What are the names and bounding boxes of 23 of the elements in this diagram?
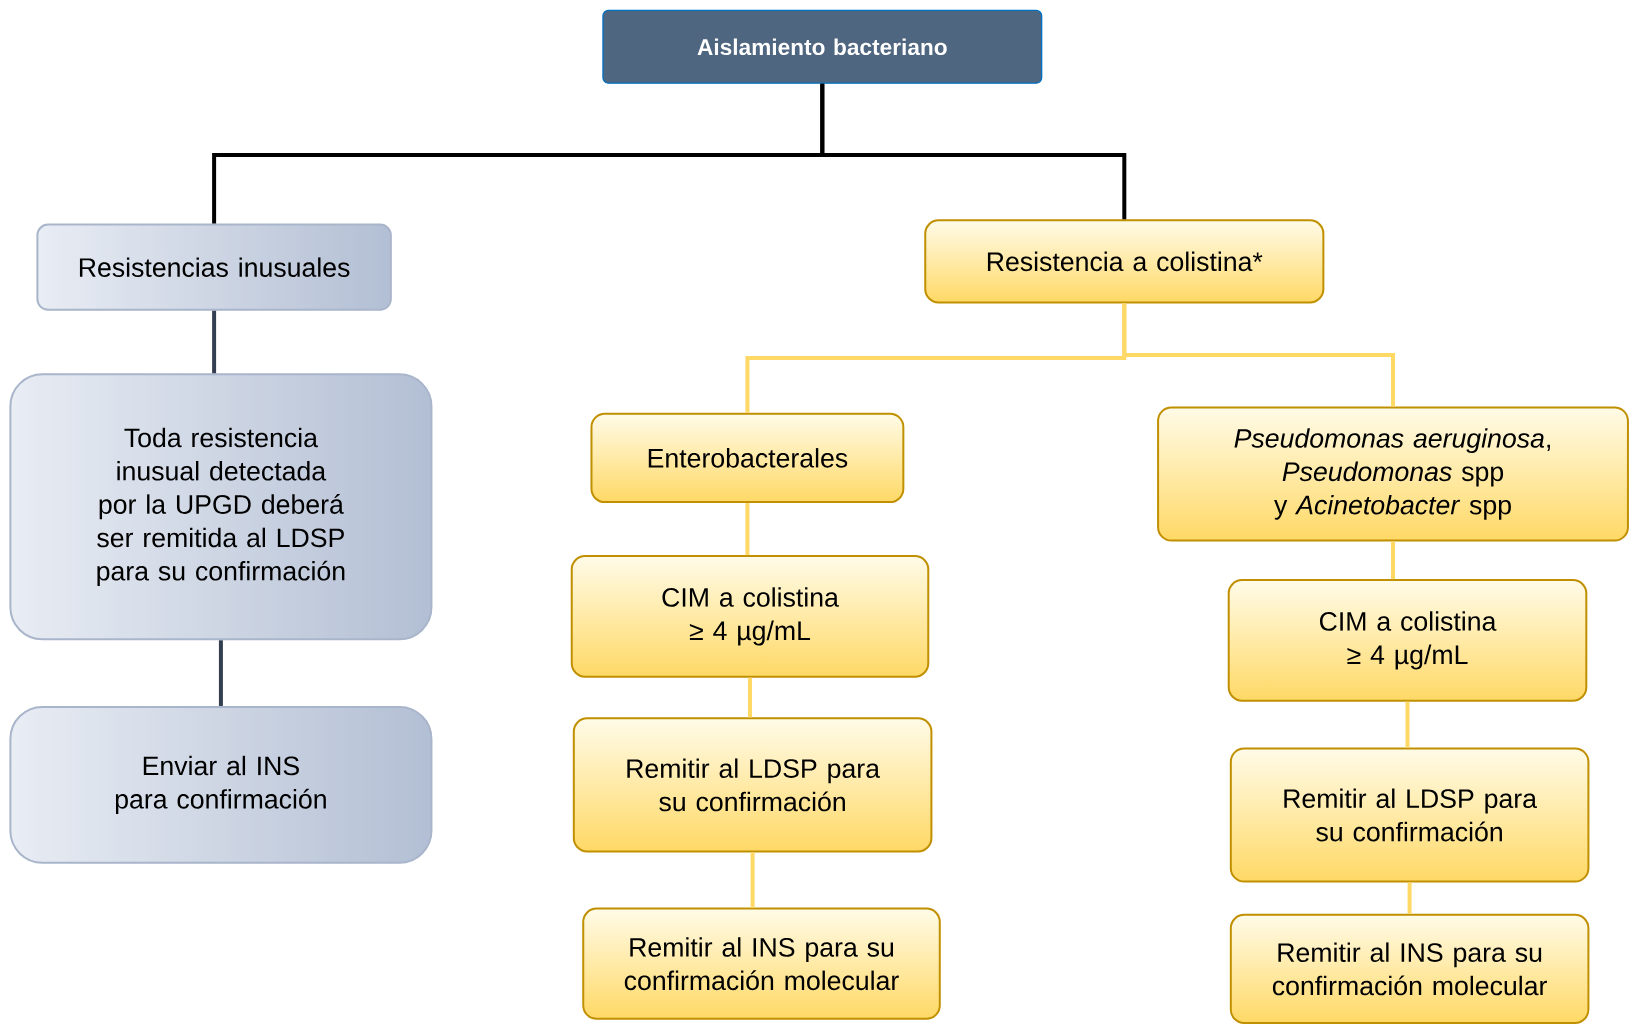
process-box: Remitir al LDSP para su confirmación	[572, 717, 933, 853]
process-box: Remitir al INS para su confirmación molecular	[582, 907, 941, 1020]
title-box: Aislamiento bacteriano	[602, 9, 1043, 84]
connector-line	[218, 640, 223, 706]
process-box: Resistencias inusuales	[36, 223, 392, 311]
process-box: Enviar al INS para confirmación	[9, 705, 433, 864]
process-box: Resistencia a colistina*	[924, 219, 1325, 304]
connector-line	[212, 310, 217, 374]
connector-line	[745, 503, 750, 556]
connector-line	[750, 852, 755, 908]
process-box: Pseudomonas aeruginosa, Pseudomonas spp y Acinetobacter spp	[1157, 406, 1629, 542]
process-box: Enterobacterales	[590, 412, 905, 504]
process-box: Remitir al INS para su confirmación molecular	[1229, 913, 1590, 1024]
connector-line	[820, 83, 1127, 220]
process-box: CIM a colistina ≥ 4 µg/mL	[570, 555, 930, 678]
process-box: CIM a colistina ≥ 4 µg/mL	[1227, 579, 1588, 702]
process-box: Remitir al LDSP para su confirmación	[1229, 747, 1590, 883]
connector-line	[1391, 541, 1395, 580]
connector-line	[1407, 882, 1412, 914]
connector-line	[1122, 303, 1395, 407]
process-box: Toda resistencia inusual detectada por la UPGD deberá ser remitida al LDSP para su confirmación	[9, 373, 433, 641]
connector-line	[748, 677, 752, 718]
connector-line	[1405, 701, 1410, 748]
